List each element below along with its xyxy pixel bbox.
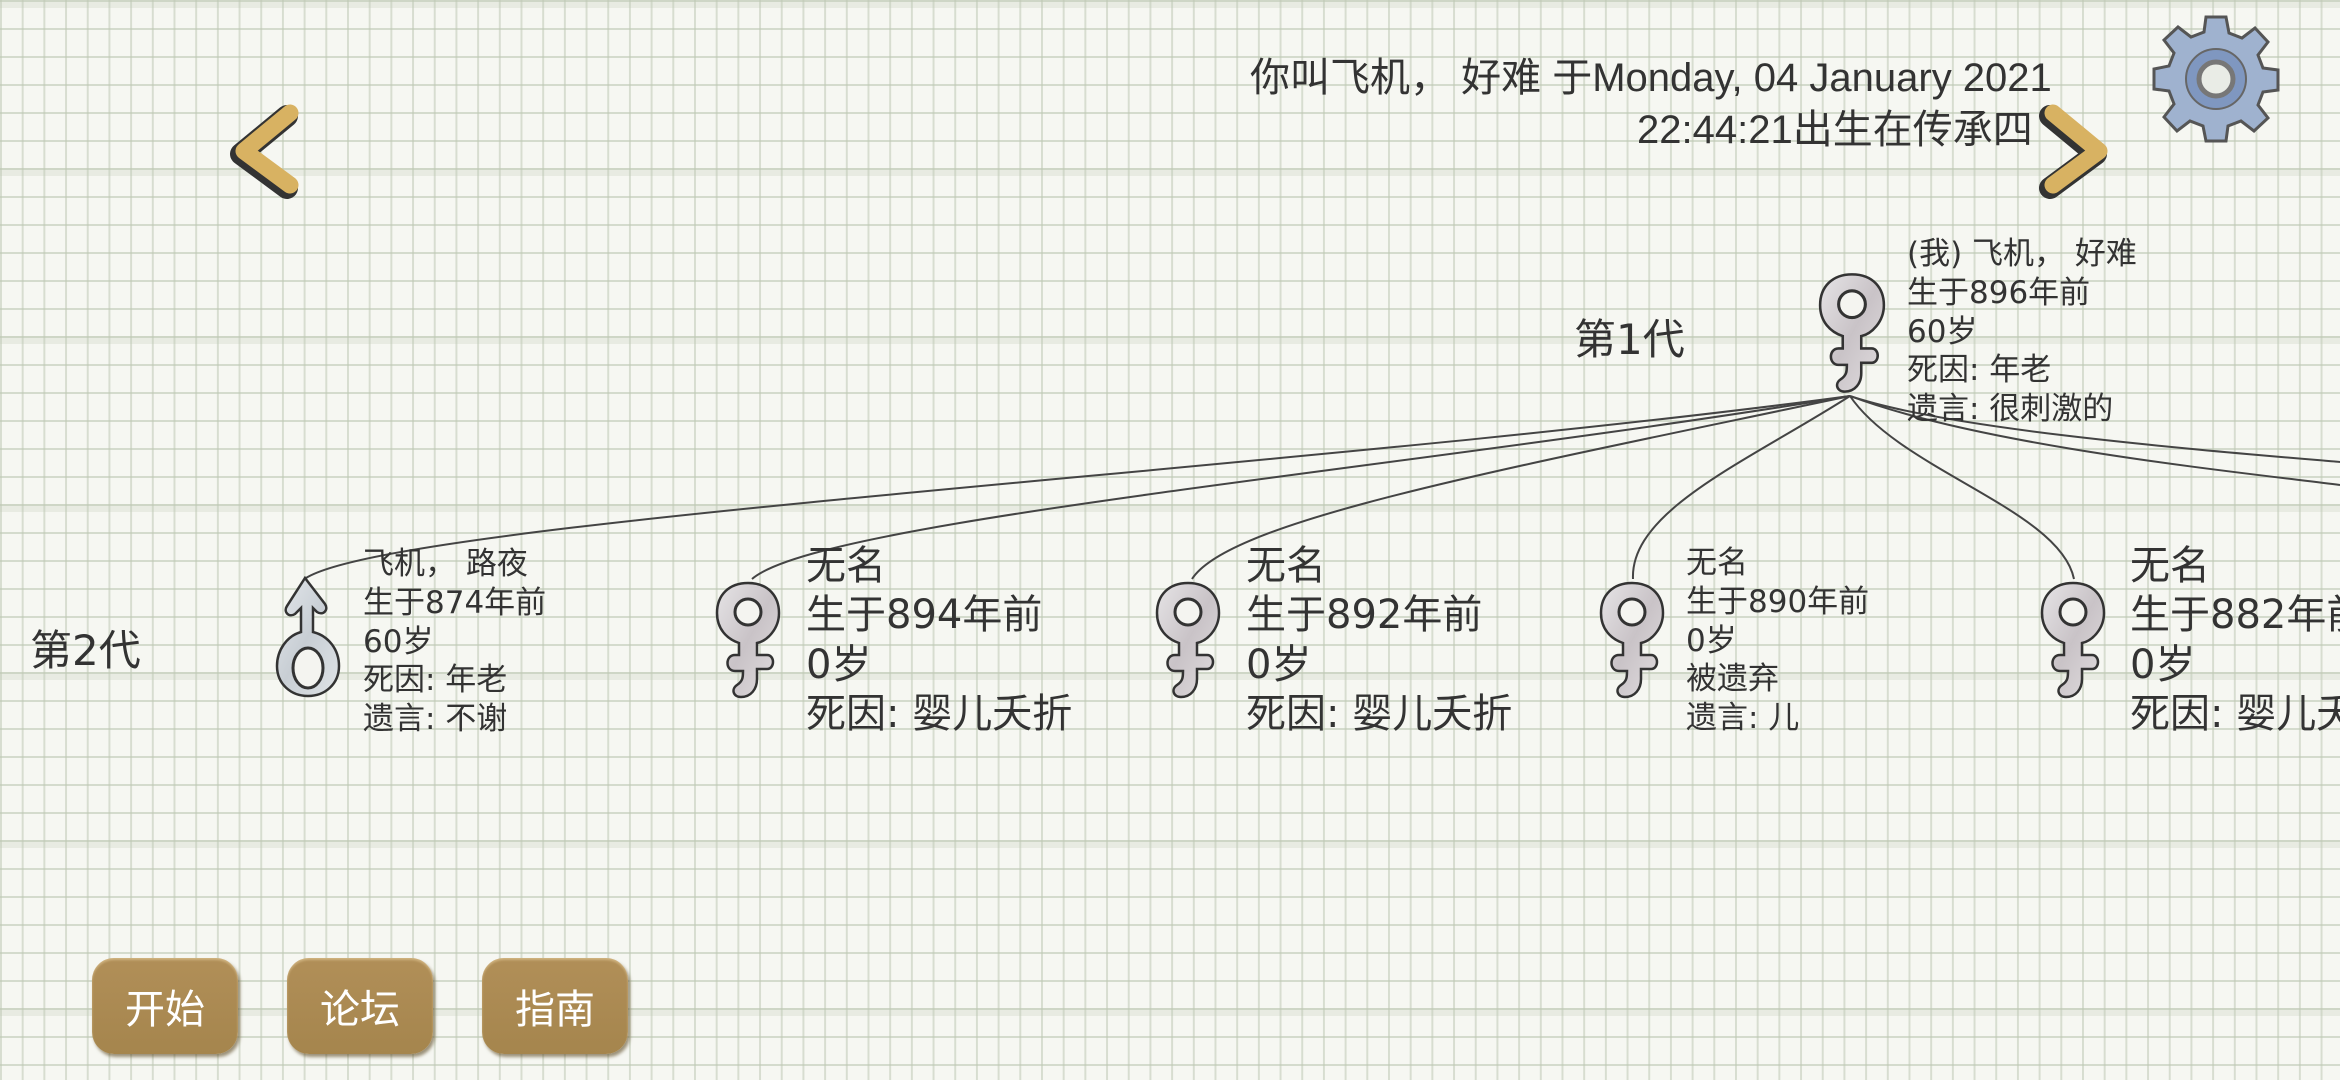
node-age: 0岁 <box>806 641 872 688</box>
generation-label-2: 第2代 <box>30 626 141 675</box>
node-birth: 生于890年前 <box>1686 583 1870 620</box>
node-age: 0岁 <box>1686 622 1737 659</box>
link-root-offscreen-1 <box>1849 395 2340 463</box>
female-symbol-icon <box>1816 270 1888 396</box>
female-symbol-icon <box>2038 579 2108 701</box>
node-last-words: 遗言: 儿 <box>1686 700 1800 737</box>
female-symbol-icon <box>1597 579 1667 701</box>
node-birth: 生于896年前 <box>1907 274 2091 311</box>
node-info: 无名 生于890年前 0岁 被遗弃 遗言: 儿 <box>1686 544 1869 738</box>
chevron-right-icon <box>2039 104 2108 199</box>
node-age: 0岁 <box>1246 641 1312 688</box>
node-last-words: 遗言: 不谢 <box>363 701 508 738</box>
node-age: 0岁 <box>2130 641 2196 688</box>
node-age: 60岁 <box>1907 313 1978 350</box>
node-info: 无名 生于894年前 0岁 死因: 婴儿夭折 <box>806 542 1072 739</box>
link-root-child-3 <box>1191 395 1851 580</box>
node-name: 飞机， 路夜 <box>363 546 528 582</box>
node-info: 无名 生于892年前 0岁 死因: 婴儿夭折 <box>1246 542 1512 739</box>
gear-icon <box>2152 15 2280 143</box>
forum-button[interactable]: 论坛 <box>287 958 433 1054</box>
node-birth: 生于894年前 <box>806 592 1043 639</box>
generation-label-1: 第1代 <box>1574 315 1685 364</box>
node-name: (我) 飞机， 好难 <box>1907 236 2137 272</box>
female-symbol-icon <box>1153 579 1223 701</box>
node-age: 60岁 <box>363 623 434 660</box>
node-last-words: 遗言: 很刺激的 <box>1907 391 2114 428</box>
link-root-child-1 <box>305 395 1851 579</box>
settings-button[interactable] <box>2149 12 2283 146</box>
birth-info-line2: 22:44:21出生在传承四 <box>1637 108 2033 152</box>
link-root-child-4 <box>1631 395 1851 580</box>
male-symbol-icon <box>273 576 343 698</box>
link-root-child-5 <box>1849 395 2075 580</box>
link-root-child-2 <box>751 395 1851 580</box>
prev-arrow-button[interactable] <box>224 97 308 199</box>
node-birth: 生于874年前 <box>363 584 547 621</box>
node-death-cause: 死因: 婴儿夭折 <box>2130 690 2340 737</box>
start-button[interactable]: 开始 <box>92 958 238 1054</box>
node-name: 无名 <box>806 543 886 589</box>
link-root-offscreen-2 <box>1849 395 2340 486</box>
node-death-cause: 死因: 年老 <box>363 662 508 699</box>
node-info: (我) 飞机， 好难 生于896年前 60岁 死因: 年老 遗言: 很刺激的 <box>1907 235 2137 429</box>
guide-button[interactable]: 指南 <box>482 958 628 1054</box>
node-death-cause: 死因: 婴儿夭折 <box>806 690 1073 737</box>
birth-info-line1: 你叫飞机， 好难 于Monday, 04 January 2021 <box>1250 56 2052 100</box>
node-name: 无名 <box>2130 543 2210 589</box>
node-death-cause: 死因: 年老 <box>1907 352 2052 389</box>
node-name: 无名 <box>1686 545 1748 581</box>
node-death-cause: 死因: 婴儿夭折 <box>1246 690 1513 737</box>
female-symbol-icon <box>713 579 783 701</box>
node-birth: 生于882年前 <box>2130 592 2340 639</box>
node-status: 被遗弃 <box>1686 661 1779 698</box>
node-info: 飞机， 路夜 生于874年前 60岁 死因: 年老 遗言: 不谢 <box>363 545 546 739</box>
node-birth: 生于892年前 <box>1246 592 1483 639</box>
chevron-left-icon <box>230 104 299 199</box>
node-info: 无名 生于882年前 0岁 死因: 婴儿夭折 <box>2130 542 2340 739</box>
node-name: 无名 <box>1246 543 1326 589</box>
next-arrow-button[interactable] <box>2035 97 2119 199</box>
